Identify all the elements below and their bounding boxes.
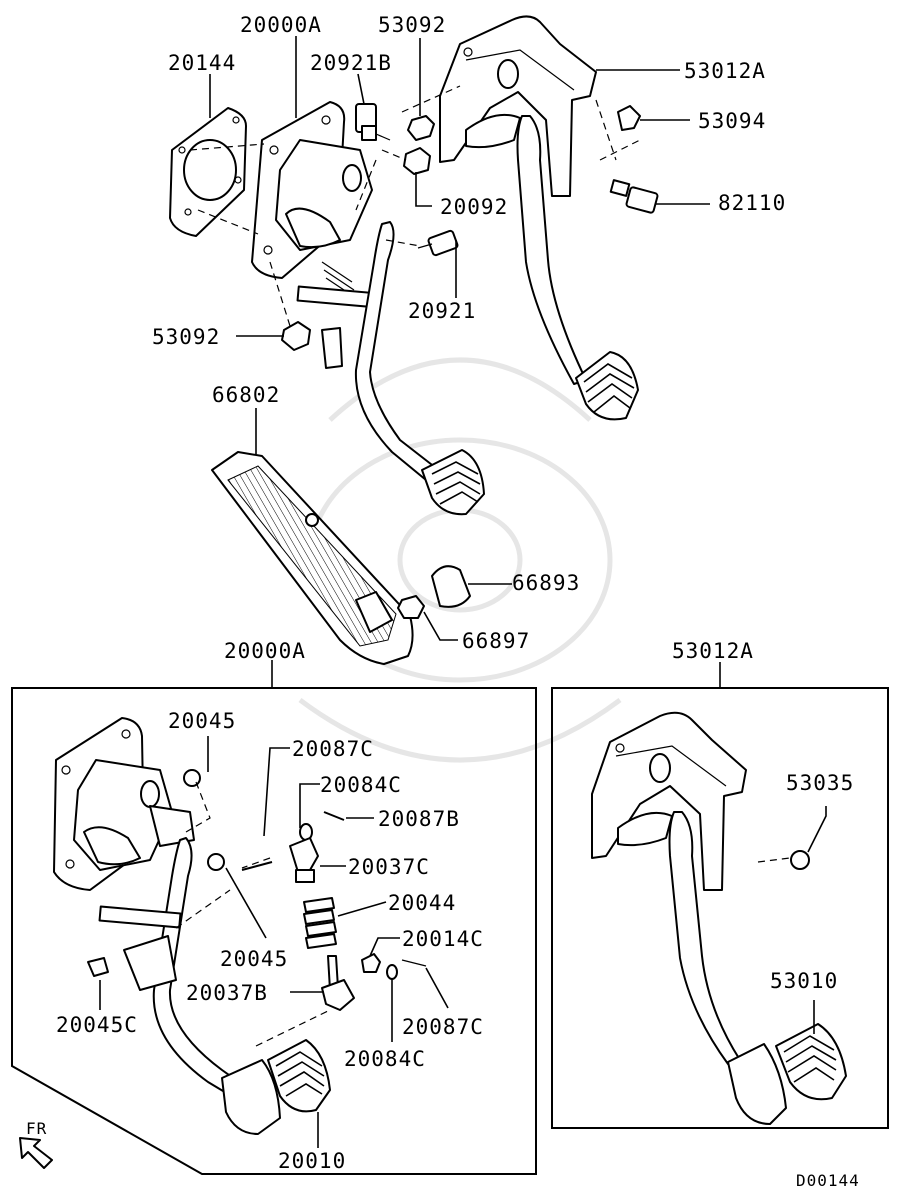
switch-20921B	[355, 103, 391, 141]
label-66893: 66893	[512, 571, 580, 595]
brake-bracket-53012A	[439, 15, 597, 197]
switch-20921	[417, 229, 459, 257]
label-20921: 20921	[408, 299, 476, 323]
detail-box-20000A	[11, 660, 537, 1175]
label-20087C-a: 20087C	[292, 737, 374, 761]
label-20045-a: 20045	[168, 709, 236, 733]
brake-pedal-arm	[516, 115, 587, 385]
label-20084C-a: 20084C	[320, 773, 402, 797]
stopper-66893	[431, 565, 471, 608]
label-53092-mid: 53092	[152, 325, 220, 349]
label-66802: 66802	[212, 383, 280, 407]
detail-box-53012A	[551, 662, 889, 1129]
label-53012A-top: 53012A	[684, 59, 766, 83]
clip-53094	[617, 105, 641, 131]
label-20045-b: 20045	[220, 947, 288, 971]
label-66897: 66897	[462, 629, 530, 653]
clutch-spring	[296, 261, 380, 309]
label-20037B: 20037B	[186, 981, 268, 1005]
clutch-pedal-arm	[354, 221, 437, 481]
label-20000A-box: 20000A	[224, 639, 306, 663]
nut-66897	[397, 595, 425, 619]
front-direction-arrow	[19, 1137, 53, 1169]
nut-53092-mid	[281, 321, 311, 351]
direction-label: FR	[26, 1119, 47, 1138]
drawing-code: D00144	[796, 1171, 860, 1187]
part-labels: 20144 20000A 20921B 53092 53012A 53094 2…	[26, 13, 860, 1187]
top-assembly	[169, 15, 710, 665]
label-20092: 20092	[440, 195, 508, 219]
label-20010: 20010	[278, 1149, 346, 1173]
label-20087C-b: 20087C	[402, 1015, 484, 1039]
label-20087B: 20087B	[378, 807, 460, 831]
clutch-pedal-pad	[421, 449, 485, 516]
nut-20092	[403, 147, 431, 175]
spring-20044	[303, 897, 337, 949]
nut-53092-top	[407, 115, 435, 141]
label-20144: 20144	[168, 51, 236, 75]
gasket-hole	[183, 139, 237, 201]
label-20014C: 20014C	[402, 927, 484, 951]
label-20044: 20044	[388, 891, 456, 915]
label-20084C-b: 20084C	[344, 1047, 426, 1071]
label-20037C: 20037C	[348, 855, 430, 879]
label-53035: 53035	[786, 771, 854, 795]
label-20000A-top: 20000A	[240, 13, 322, 37]
label-82110: 82110	[718, 191, 786, 215]
label-20921B: 20921B	[310, 51, 392, 75]
detail-box-20000A-frame	[11, 687, 537, 1175]
label-20045C: 20045C	[56, 1013, 138, 1037]
label-53012A-box: 53012A	[672, 639, 754, 663]
stop-lamp-switch-82110	[609, 179, 659, 214]
label-53094: 53094	[698, 109, 766, 133]
label-53092-top: 53092	[378, 13, 446, 37]
label-53010: 53010	[770, 969, 838, 993]
